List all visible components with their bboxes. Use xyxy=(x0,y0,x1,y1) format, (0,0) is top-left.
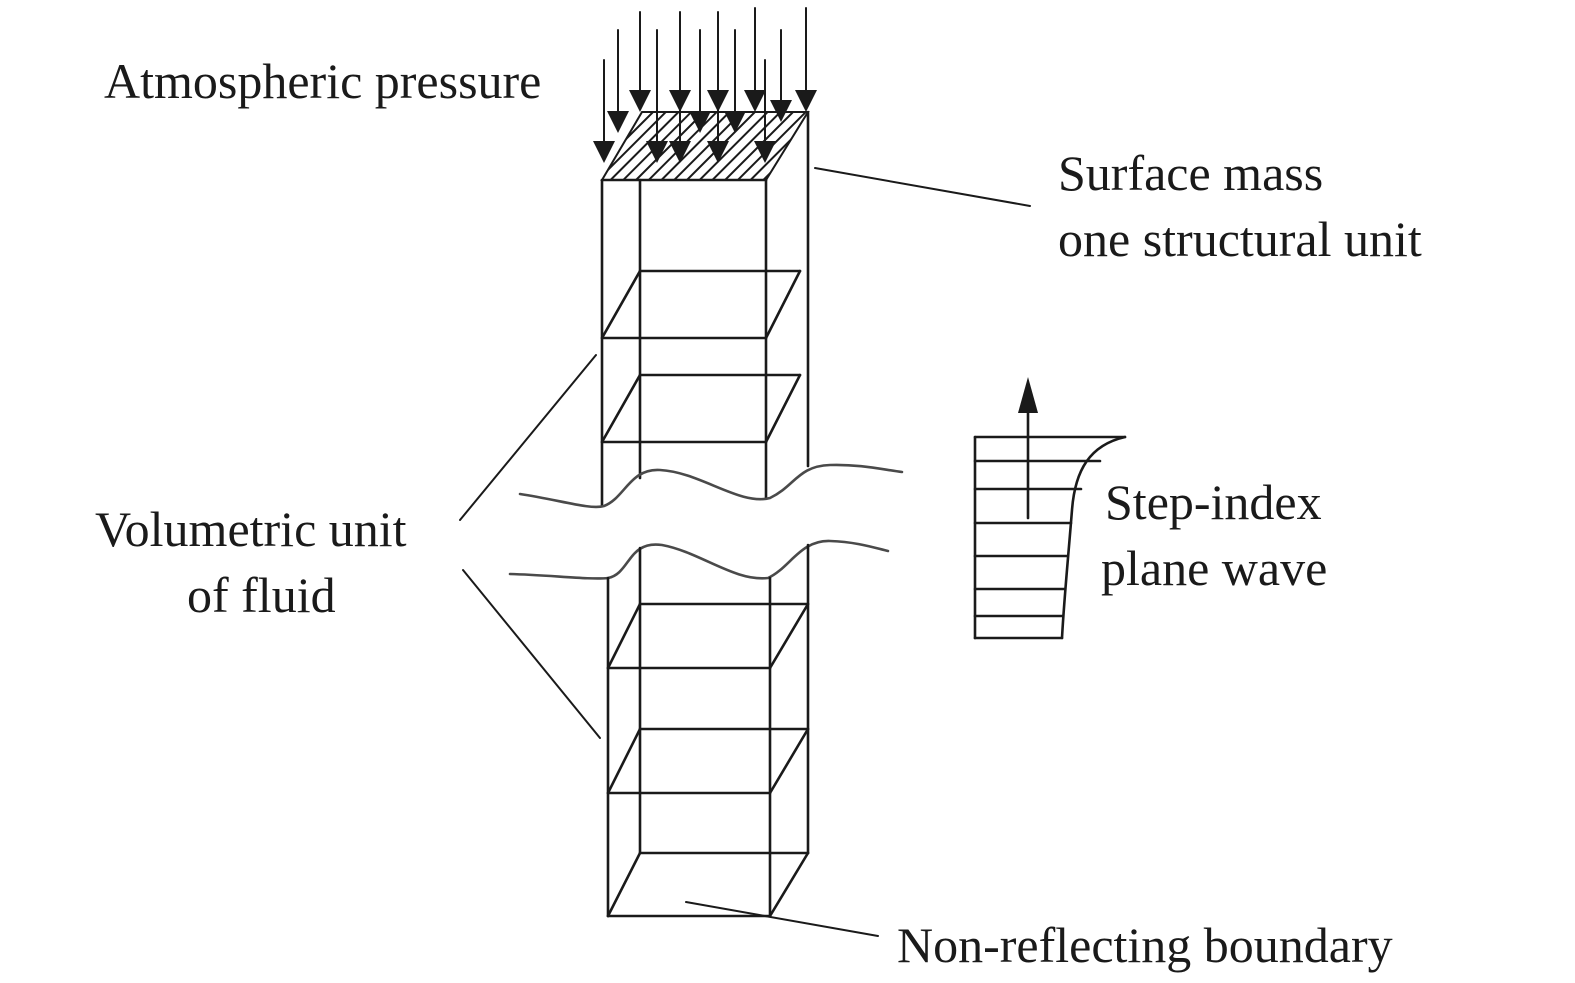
upper-fluid-column xyxy=(600,110,810,508)
pressure-arrow-head xyxy=(669,141,691,163)
pressure-arrow-head xyxy=(607,111,629,133)
pressure-arrow-head xyxy=(629,90,651,112)
step-index-label: Step-index xyxy=(1105,474,1322,530)
non-reflecting-boundary-label: Non-reflecting boundary xyxy=(897,917,1393,973)
surface-mass-label: Surface mass xyxy=(1058,145,1323,201)
pressure-arrow-head xyxy=(744,90,766,112)
pressure-arrow-head xyxy=(593,141,615,163)
pressure-arrow-head xyxy=(707,141,729,163)
pressure-arrow-head xyxy=(689,111,711,133)
leader-lines xyxy=(459,167,1031,937)
step-index-wave-glyph xyxy=(973,377,1127,640)
atmospheric-pressure-arrows xyxy=(593,7,817,163)
pressure-arrow-head xyxy=(724,111,746,133)
volumetric-unit-label: Volumetric unit xyxy=(95,501,407,557)
lower-fluid-column xyxy=(606,543,810,918)
pressure-arrow-head xyxy=(795,90,817,112)
step-index-label-line2: plane wave xyxy=(1101,540,1327,596)
pressure-arrow-head xyxy=(770,100,792,122)
volumetric-unit-label-line2: of fluid xyxy=(187,567,336,623)
pressure-arrow-head xyxy=(646,141,668,163)
pressure-arrow-head xyxy=(754,141,776,163)
fluid-break-lines xyxy=(508,463,904,580)
atmospheric-pressure-label: Atmospheric pressure xyxy=(104,53,541,109)
surface-mass-label-line2: one structural unit xyxy=(1058,211,1422,267)
